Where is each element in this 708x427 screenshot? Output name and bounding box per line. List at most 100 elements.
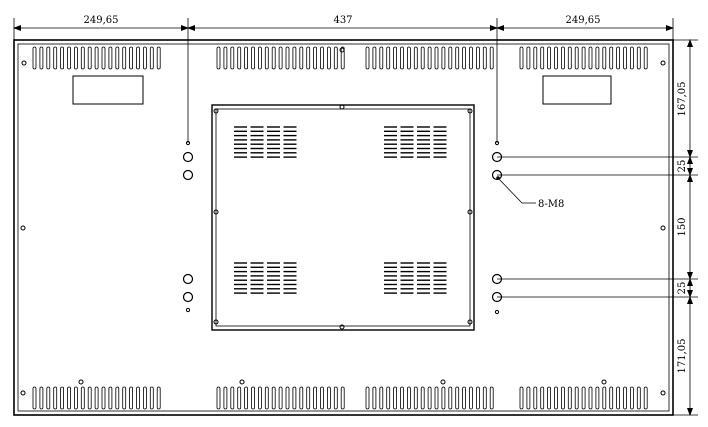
small-hole [440, 379, 446, 385]
vent-slot [285, 46, 290, 70]
vent-slot [237, 386, 242, 410]
small-hole [660, 60, 666, 66]
vent-slot-group [32, 46, 161, 70]
dim-top-center: 437 [333, 15, 352, 26]
vent-slot [292, 386, 297, 410]
dim-top-right: 249,65 [566, 15, 601, 26]
m8-callout-label: 8-M8 [538, 199, 564, 210]
vent-slot [115, 386, 120, 410]
small-hole [494, 309, 500, 315]
vent-slot [237, 46, 242, 70]
vent-slot-group [519, 386, 648, 410]
vent-slot [455, 386, 460, 410]
vent-slot [482, 386, 487, 410]
vent-slot [251, 386, 255, 410]
vent-slot [244, 386, 249, 410]
mounting-plate [211, 104, 475, 331]
vent-slot [427, 386, 432, 410]
vent-slot [74, 46, 78, 70]
vent-slot [413, 386, 418, 410]
vent-slot [489, 386, 494, 410]
small-hole [239, 379, 245, 385]
vent-slot [630, 386, 634, 410]
vent-slot [427, 46, 432, 70]
vent-slot [475, 386, 480, 410]
vent-slot [420, 46, 425, 70]
vent-slot [39, 386, 44, 410]
vent-slot [554, 386, 558, 410]
vent-slot [623, 386, 627, 410]
vent-slot [129, 386, 134, 410]
vent-slot [94, 46, 99, 70]
vent-slot [448, 386, 453, 410]
vent-slot [567, 386, 572, 410]
vent-slot [526, 386, 531, 410]
vent-slot [386, 386, 391, 410]
vent-slot [156, 46, 161, 70]
vent-slot [80, 46, 85, 70]
m8-mounting-holes [182, 151, 503, 303]
vent-slot [136, 46, 140, 70]
vent-slot [278, 386, 283, 410]
vent-slot [340, 46, 345, 70]
vent-slot [264, 386, 269, 410]
vent-slot [643, 386, 648, 410]
vent-slot [320, 386, 324, 410]
small-hole [20, 390, 26, 396]
vent-slot [122, 386, 127, 410]
vent-slot [299, 46, 304, 70]
vent-slot [46, 386, 51, 410]
vent-slot [441, 386, 446, 410]
vent-slot [149, 386, 154, 410]
vent-slot [67, 46, 71, 70]
small-hole [78, 379, 84, 385]
vent-slot [333, 46, 338, 70]
vent-slot [32, 386, 37, 410]
vent-slot [455, 46, 460, 70]
vent-slot [340, 386, 345, 410]
vent-slot [630, 46, 634, 70]
vent-slot [616, 386, 620, 410]
vent-slot [299, 386, 304, 410]
vent-slot [313, 46, 318, 70]
m8-leader [496, 176, 536, 204]
vent-slot [94, 386, 99, 410]
plate-vent-grid [384, 262, 447, 294]
vent-slot [448, 46, 453, 70]
small-hole [213, 319, 219, 325]
vent-slot [561, 386, 565, 410]
vent-slot [223, 46, 228, 70]
vent-slot [136, 386, 140, 410]
vent-slot [616, 46, 620, 70]
vent-slot [271, 386, 276, 410]
vent-slot [400, 46, 404, 70]
vent-slot [87, 46, 92, 70]
vent-slot [230, 46, 235, 70]
vent-slot [39, 46, 44, 70]
vent-slot [216, 386, 221, 410]
vent-slot [386, 46, 391, 70]
vent-slot [636, 46, 641, 70]
plate-vent-grid [384, 126, 447, 158]
vent-slot [393, 386, 398, 410]
vent-slot [108, 46, 113, 70]
vent-slot [554, 46, 558, 70]
small-hole [467, 319, 473, 325]
vent-slot [533, 46, 538, 70]
vent-slot [372, 46, 377, 70]
vent-slot [379, 386, 384, 410]
small-hole [660, 390, 666, 396]
vent-slot [257, 386, 262, 410]
vent-slot [60, 386, 64, 410]
vent-slot [115, 46, 120, 70]
vent-slot [574, 386, 579, 410]
vent-slot [588, 46, 593, 70]
dim-right-2: 25 [677, 160, 688, 173]
vent-slot [581, 46, 586, 70]
vent-slot [223, 386, 228, 410]
vent-slot [251, 46, 255, 70]
vent-slot [441, 46, 446, 70]
vent-slot [623, 46, 627, 70]
m8-hole [182, 151, 194, 163]
vent-slot [306, 46, 311, 70]
